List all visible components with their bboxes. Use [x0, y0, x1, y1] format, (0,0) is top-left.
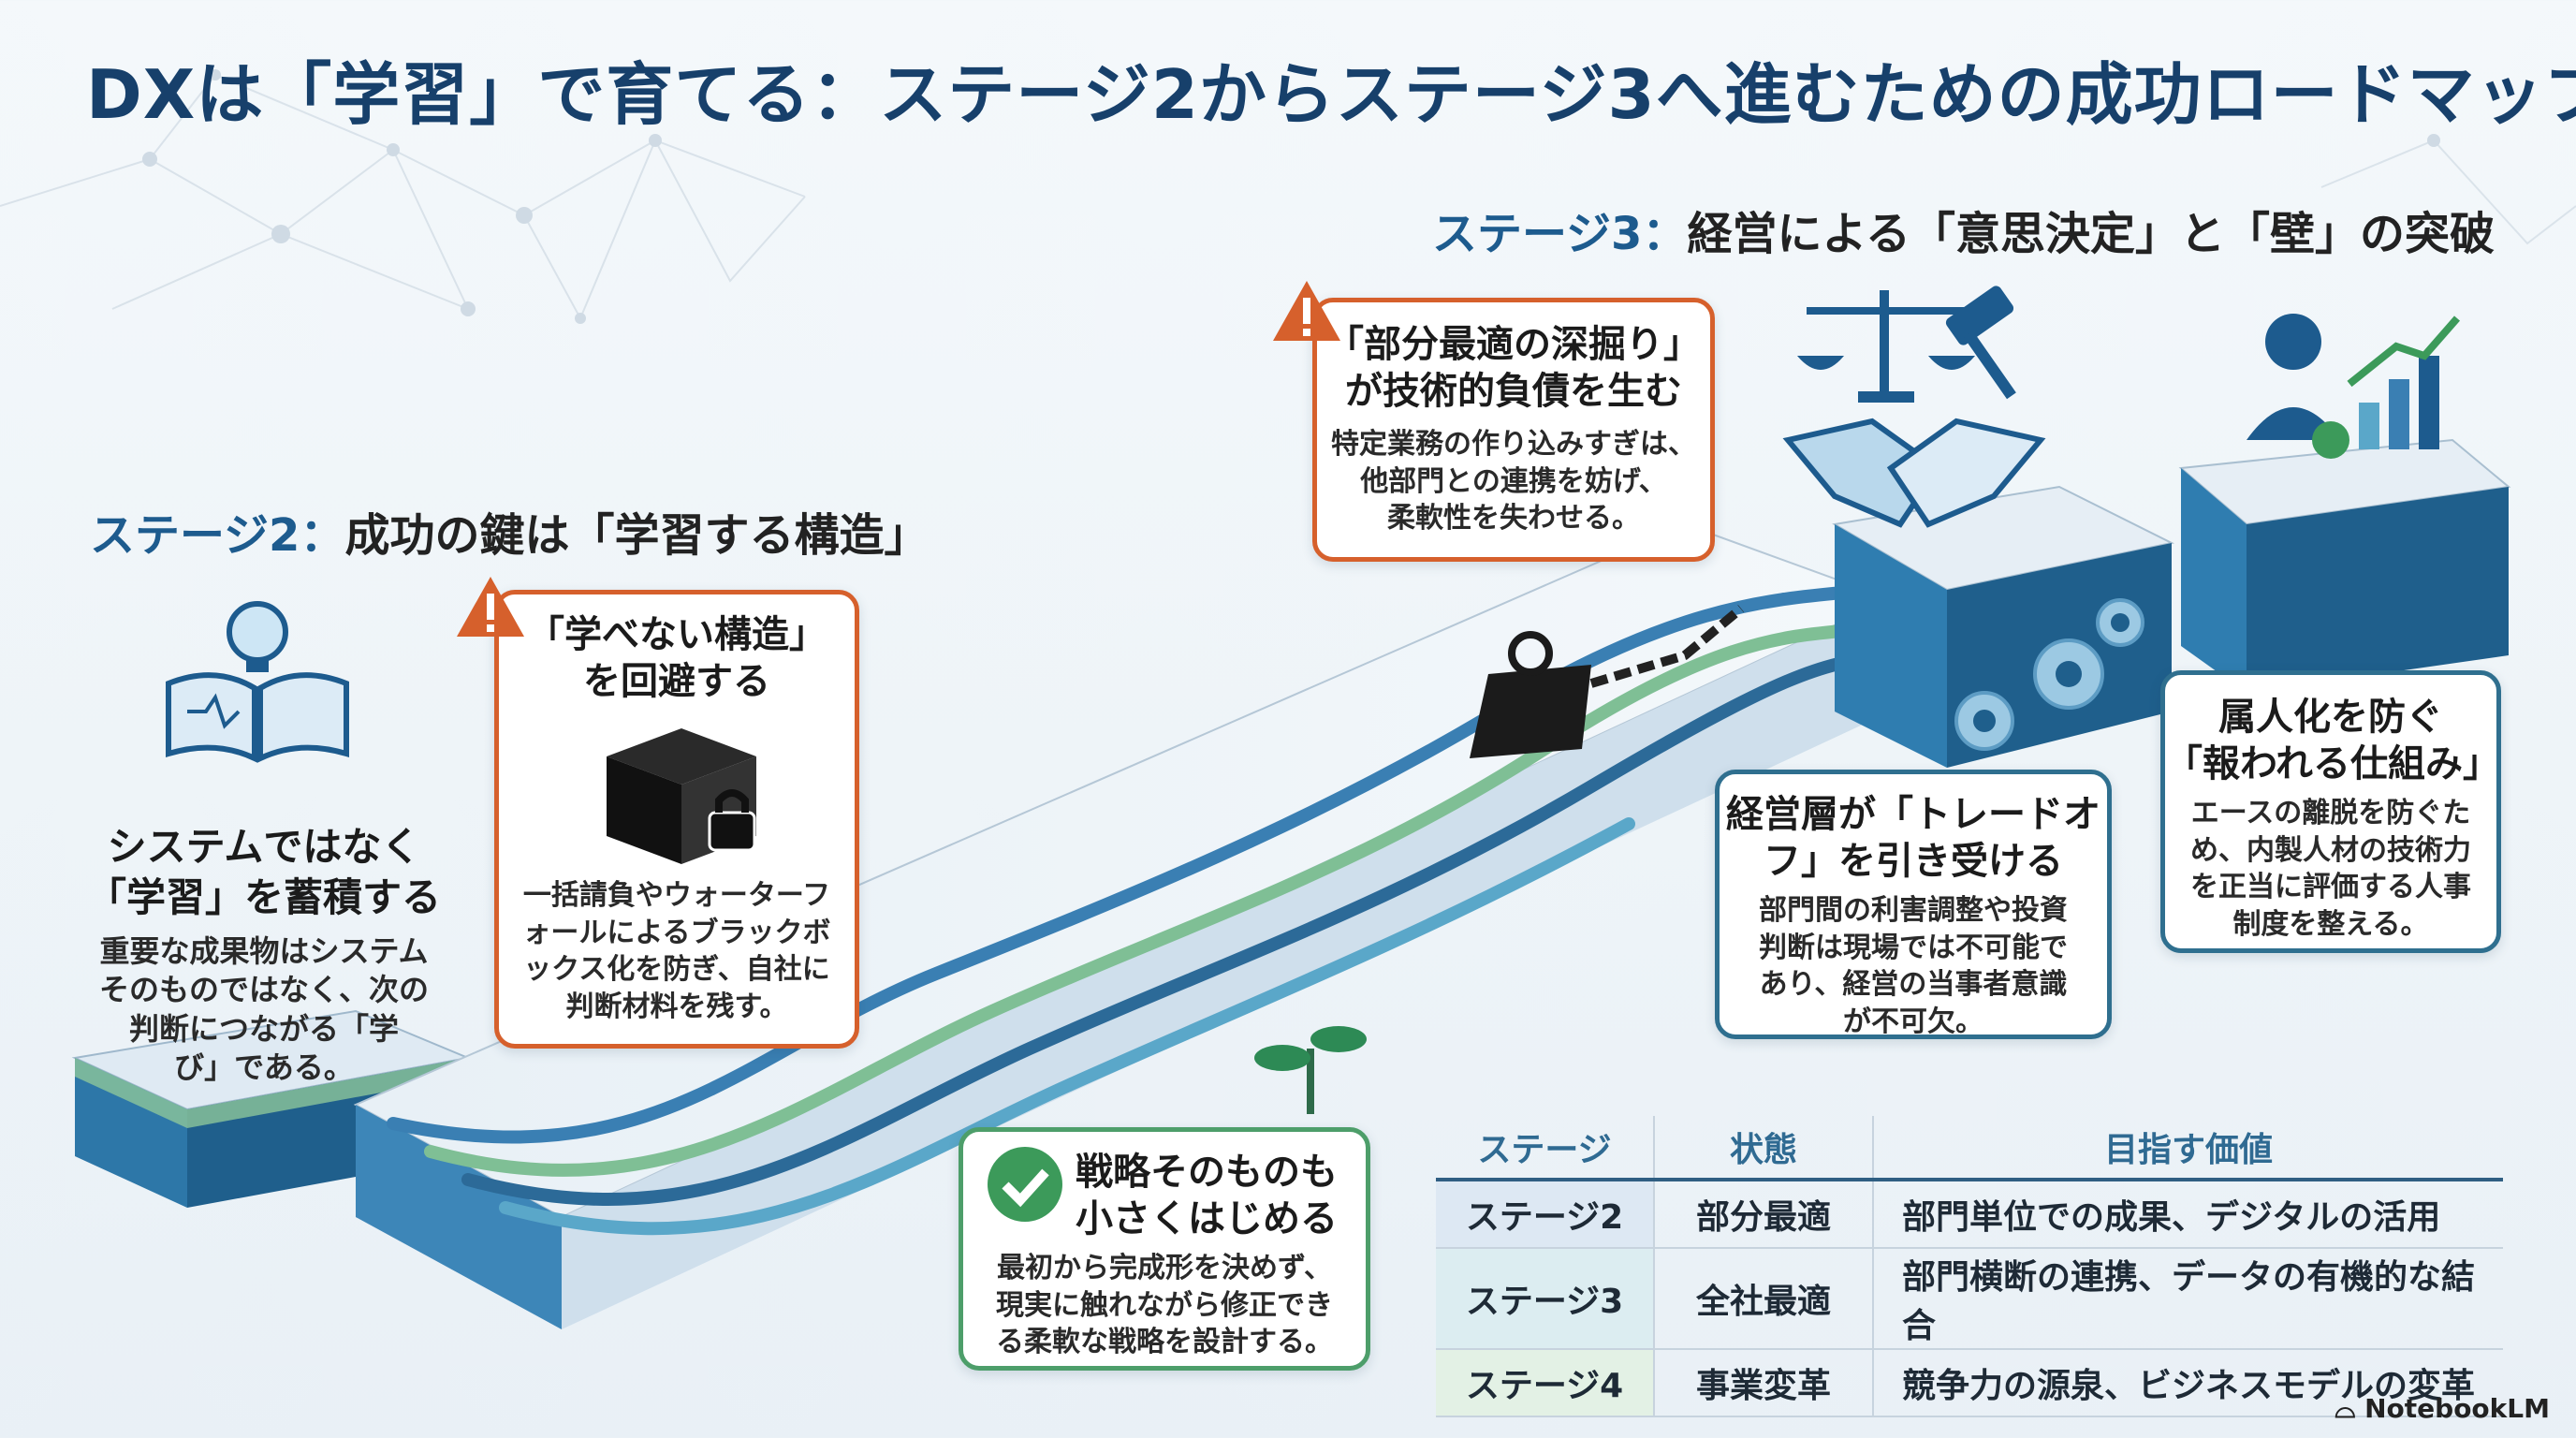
reward-heading-line1: 属人化を防ぐ — [2218, 696, 2443, 739]
person-growth-chart-icon — [2247, 314, 2461, 459]
table-row: ステージ3 全社最適 部門横断の連携、データの有機的な結合 — [1436, 1248, 2503, 1350]
table-header-stage: ステージ — [1436, 1116, 1655, 1181]
table-row: ステージ2 部分最適 部門単位での成果、デジタルの活用 — [1436, 1180, 2503, 1249]
learning-body-line2: そのものではなく、次の — [98, 972, 429, 1008]
open-book-lightbulb-icon — [166, 601, 349, 763]
learning-body-line1: 重要な成果物はシステム — [99, 932, 429, 969]
learning-block: システムではなく 「学習」を蓄積する 重要な成果物はシステム そのものではなく、… — [86, 822, 442, 1088]
stage3-heading-text: 経営による「意思決定」と「壁」の突破 — [1687, 208, 2496, 260]
page-title: DXは「学習」で育てる：ステージ2からステージ3へ進むための成功ロードマップ — [86, 55, 2576, 134]
locked-box-icon — [607, 728, 756, 864]
warning-icon — [457, 577, 524, 637]
small-body-line3: る柔軟な戦略を設計する。 — [996, 1326, 1333, 1359]
table-row: ステージ4 事業変革 競争力の源泉、ビジネスモデルの変革 — [1436, 1349, 2503, 1417]
table-cell-value: 部門横断の連携、データの有機的な結合 — [1873, 1248, 2503, 1350]
tradeoff-card: 経営層が「トレードオ フ」を引き受ける 部門間の利害調整や投資 判断は現場では不… — [1715, 770, 2112, 1039]
avoid-body-line4: 判断材料を残す。 — [565, 990, 788, 1023]
table-cell-state: 部分最適 — [1654, 1180, 1874, 1249]
small-body-line2: 現実に触れながら修正でき — [996, 1288, 1333, 1322]
table-cell-state: 全社最適 — [1654, 1248, 1874, 1350]
table-cell-state: 事業変革 — [1654, 1349, 1874, 1417]
tradeoff-heading-line2: フ」を引き受ける — [1764, 840, 2063, 883]
tradeoff-body-line1: 部門間の利害調整や投資 — [1759, 894, 2068, 927]
scales-gavel-handshake-icon — [1782, 286, 2046, 528]
table-cell-stage: ステージ4 — [1436, 1349, 1655, 1417]
reward-body-line3: を正当に評価する人事 — [2190, 871, 2471, 904]
table-cell-value: 部門単位での成果、デジタルの活用 — [1873, 1180, 2503, 1249]
check-circle-icon — [988, 1147, 1062, 1222]
partial-body-line2: 他部門との連携を妨げ、 — [1360, 464, 1667, 498]
table-header-row: ステージ 状態 目指す価値 — [1436, 1116, 2503, 1181]
stage3-heading-label: ステージ3： — [1432, 208, 1688, 260]
notebooklm-logo-icon: ⌓ — [2334, 1393, 2365, 1424]
reward-body-line1: エースの離脱を防ぐた — [2190, 797, 2471, 829]
partial-heading-line1: 「部分最適の深掘り」 — [1326, 323, 1701, 366]
partial-heading-line2: が技術的負債を生む — [1345, 370, 1682, 413]
partial-body-line3: 柔軟性を失わせる。 — [1387, 502, 1640, 536]
branding-text: NotebookLM — [2364, 1393, 2550, 1424]
avoid-heading-line1: 「学べない構造」 — [527, 613, 827, 656]
table-header-state: 状態 — [1654, 1116, 1874, 1181]
table-cell-stage: ステージ3 — [1436, 1248, 1655, 1350]
table-cell-value: 競争力の源泉、ビジネスモデルの変革 — [1873, 1349, 2503, 1417]
reward-system-card: 属人化を防ぐ 「報われる仕組み」 エースの離脱を防ぐた め、内製人材の技術力 を… — [2160, 670, 2501, 953]
avoid-body-line1: 一括請負やウォーターフ — [522, 879, 831, 912]
reward-body-line2: め、内製人材の技術力 — [2190, 833, 2471, 867]
learning-heading-line1: システムではなく — [107, 824, 421, 870]
learning-body-line4: び」である。 — [174, 1049, 354, 1086]
warning-icon — [1273, 281, 1340, 341]
avoid-unlearnable-card: 「学べない構造」 を回避する 一括請負やウォーターフ ォールによるブラックボ ッ… — [494, 590, 859, 1049]
tradeoff-body-line2: 判断は現場では不可能で — [1759, 931, 2068, 964]
small-heading-line1: 戦略そのものも — [1076, 1151, 1338, 1194]
reward-heading-line2: 「報われる仕組み」 — [2165, 742, 2500, 785]
avoid-body-line2: ォールによるブラックボ — [522, 916, 831, 949]
reward-body-line4: 制度を整える。 — [2232, 907, 2429, 941]
avoid-heading-line2: を回避する — [583, 660, 770, 703]
table-cell-stage: ステージ2 — [1436, 1180, 1655, 1249]
partial-body-line1: 特定業務の作り込みすぎは、 — [1331, 428, 1696, 461]
tradeoff-heading-line1: 経営層が「トレードオ — [1726, 793, 2100, 836]
tradeoff-body-line3: あり、経営の当事者意識 — [1759, 968, 2068, 1002]
stage2-heading-text: 成功の鍵は「学習する構造」 — [344, 509, 929, 562]
tradeoff-body-line4: が不可欠。 — [1843, 1005, 1983, 1038]
avoid-body-line3: ックス化を防ぎ、自社に — [523, 953, 830, 987]
stage-comparison-table: ステージ 状態 目指す価値 ステージ2 部分最適 部門単位での成果、デジタルの活… — [1436, 1116, 2503, 1417]
partial-optimization-card: 「部分最適の深掘り」 が技術的負債を生む 特定業務の作り込みすぎは、 他部門との… — [1312, 298, 1715, 562]
small-body-line1: 最初から完成形を決めず、 — [997, 1252, 1332, 1284]
learning-heading-line2: 「学習」を蓄積する — [86, 873, 441, 920]
notebooklm-watermark: ⌓ NotebookLM — [2334, 1393, 2550, 1425]
stage2-heading: ステージ2：成功の鍵は「学習する構造」 — [90, 498, 929, 564]
small-heading-line2: 小さくはじめる — [1076, 1197, 1338, 1240]
stage3-heading: ステージ3：経営による「意思決定」と「壁」の突破 — [1432, 197, 2495, 262]
learning-body-line3: 判断につながる「学 — [128, 1010, 399, 1047]
stage2-heading-label: ステージ2： — [90, 509, 345, 562]
table-header-value: 目指す価値 — [1873, 1116, 2503, 1181]
